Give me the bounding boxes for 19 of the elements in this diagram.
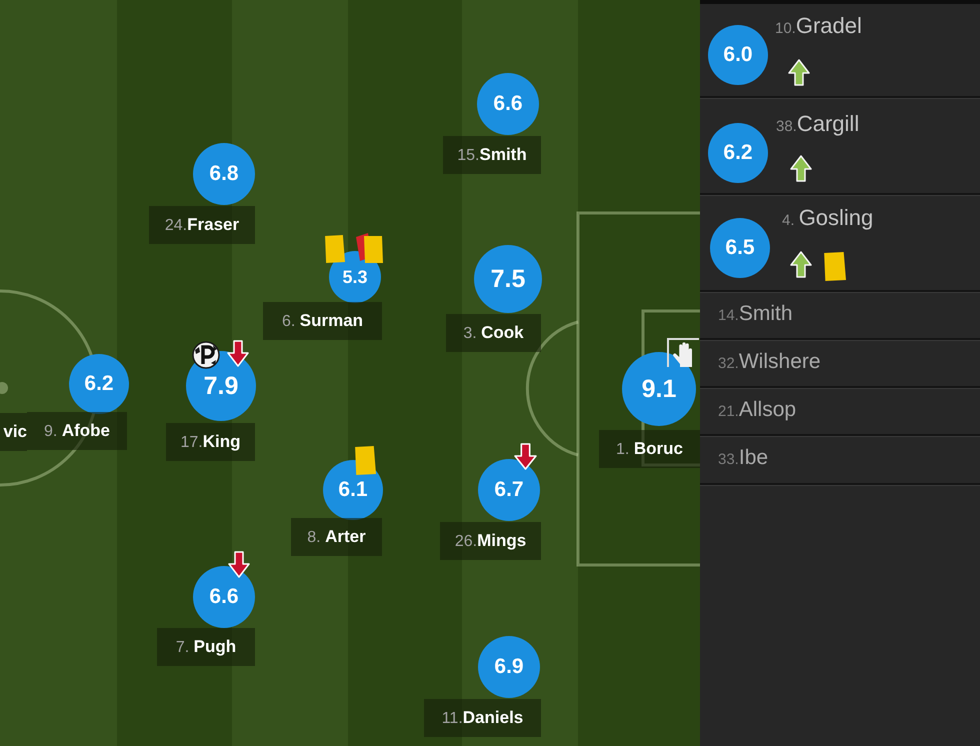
player-name: 24.Fraser	[149, 206, 255, 244]
player-name: vic	[0, 413, 27, 451]
player-name: 33.Ibe	[718, 445, 768, 471]
player-name: 38.Cargill	[776, 110, 860, 138]
player-name: 1. Boruc	[599, 430, 700, 468]
player-name: 14.Smith	[718, 301, 793, 327]
player-name: 4. Gosling	[782, 204, 874, 232]
player-name: 6. Surman	[263, 302, 382, 340]
player-name: 7. Pugh	[157, 628, 255, 666]
player-name: 11.Daniels	[424, 699, 541, 737]
player-name: 3. Cook	[446, 314, 541, 352]
player-name: 21.Allsop	[718, 397, 796, 423]
player-name: 8. Arter	[291, 518, 382, 556]
player-name: 15.Smith	[443, 136, 541, 174]
player-name: 10.Gradel	[775, 12, 862, 40]
player-name: 17.King	[166, 423, 255, 461]
player-name: 9. Afobe	[27, 412, 127, 450]
player-name: 26.Mings	[440, 522, 541, 560]
player-name: 32.Wilshere	[718, 349, 821, 375]
